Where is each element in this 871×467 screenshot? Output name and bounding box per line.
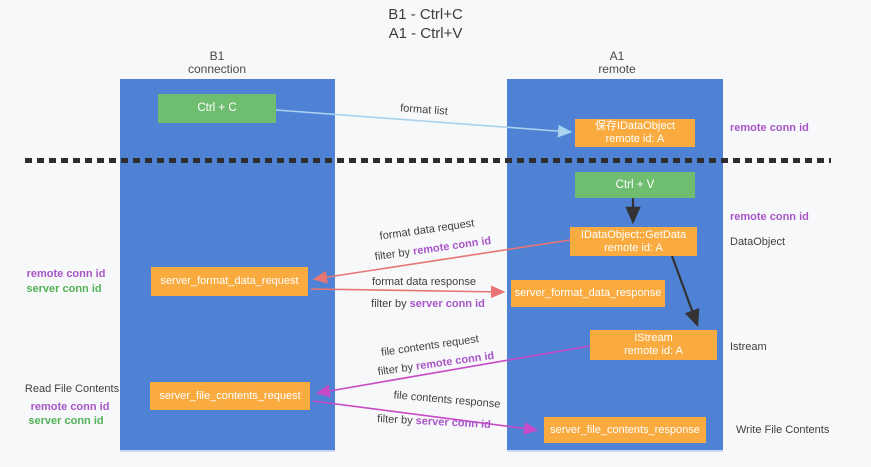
filter-by-server-conn-id-label-2: filter by server conn id (377, 413, 491, 431)
server-format-data-response-label: server_format_data_response (514, 287, 662, 299)
istream-line1: IStream (634, 332, 673, 344)
getdata-line2: remote id: A (604, 241, 663, 254)
left-server-conn-id-label-2: server conn id (28, 415, 104, 427)
right-column-header: A1 remote (547, 50, 687, 76)
server-format-data-response-node: server_format_data_response (511, 280, 665, 307)
title-line-2: A1 - Ctrl+V (388, 25, 463, 42)
left-remote-conn-id-label-1: remote conn id (26, 268, 106, 280)
right-column-name: A1 (609, 49, 625, 63)
save-dataobject-line2: remote id: A (605, 133, 665, 145)
left-column-subtitle: connection (187, 62, 247, 76)
format-data-response-arrow (310, 285, 506, 299)
filter-by-server-conn-id-label-1: filter by server conn id (371, 298, 485, 310)
server-conn-id-text: server conn id (415, 415, 492, 431)
dashed-separator-line (25, 158, 831, 163)
read-file-contents-label: Read File Contents (24, 383, 120, 395)
server-conn-id-text: server conn id (409, 298, 485, 310)
left-column-name: B1 (209, 49, 225, 63)
filter-prefix: filter by (371, 298, 410, 310)
right-column-subtitle: remote (598, 62, 636, 76)
server-file-contents-request-node: server_file_contents_request (150, 382, 310, 410)
server-file-contents-response-node: server_file_contents_response (544, 417, 706, 443)
format-data-response-label: format data response (372, 276, 476, 288)
left-server-conn-id-label-1: server conn id (26, 283, 102, 295)
istream-side-label: Istream (730, 341, 767, 353)
server-format-data-request-label: server_format_data_request (160, 275, 299, 287)
save-dataobject-node: 保存IDataObject remote id: A (575, 119, 695, 147)
ctrl-v-label: Ctrl + V (615, 178, 655, 191)
istream-line2: remote id: A (624, 345, 683, 357)
server-file-contents-request-label: server_file_contents_request (159, 389, 301, 402)
remote-conn-id-text: remote conn id (412, 234, 492, 258)
filter-prefix: filter by (377, 360, 417, 379)
ctrl-v-node: Ctrl + V (575, 172, 695, 198)
left-remote-conn-id-label-2: remote conn id (30, 401, 110, 413)
right-remote-conn-id-label-mid: remote conn id (730, 211, 809, 223)
filter-prefix: filter by (374, 245, 414, 264)
server-file-contents-response-label: server_file_contents_response (550, 423, 700, 436)
diagram-title: B1 - Ctrl+C A1 - Ctrl+V (0, 5, 851, 43)
server-format-data-request-node: server_format_data_request (151, 267, 308, 296)
ctrl-c-node: Ctrl + C (158, 94, 276, 123)
istream-node: IStream remote id: A (590, 330, 717, 360)
getdata-line1: IDataObject::GetData (580, 228, 687, 241)
filter-prefix: filter by (376, 413, 416, 428)
left-column-header: B1 connection (147, 50, 287, 76)
write-file-contents-label: Write File Contents (736, 424, 830, 436)
title-line-1: B1 - Ctrl+C (388, 6, 463, 23)
dataobject-label: DataObject (730, 236, 786, 248)
remote-conn-id-text: remote conn id (415, 349, 495, 373)
getdata-node: IDataObject::GetData remote id: A (570, 227, 697, 256)
save-dataobject-line1: 保存IDataObject (594, 120, 676, 132)
format-list-label: format list (399, 102, 449, 118)
right-remote-conn-id-label-top: remote conn id (730, 122, 809, 134)
ctrl-c-label: Ctrl + C (197, 102, 237, 114)
file-contents-response-label: file contents response (393, 389, 501, 411)
